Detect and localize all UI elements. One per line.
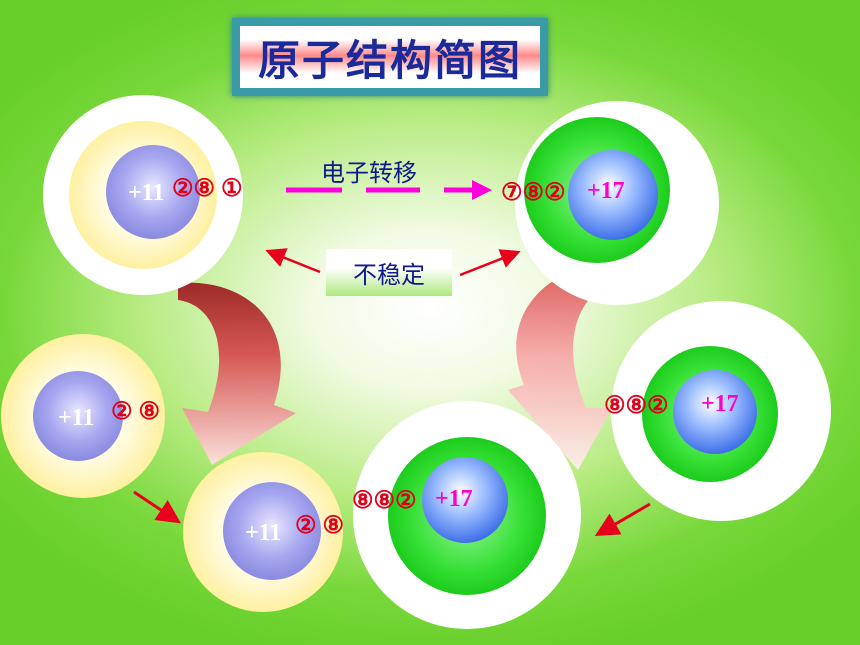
atom-sodium-bottom <box>183 452 343 612</box>
page-title: 原子结构简图 <box>257 35 522 85</box>
sodium-top-shells: ②⑧ ① <box>172 176 243 202</box>
electron-transfer-arrow <box>286 180 492 200</box>
chlorine-top-shells: ⑦⑧② <box>501 180 566 206</box>
sodium-left-nucleus: +11 <box>58 405 95 431</box>
chlorine-bottom-shells: ⑧⑧② <box>352 488 417 514</box>
arrow-to-sodium-top <box>265 248 321 274</box>
atom-chlorine-right <box>611 301 831 521</box>
sodium-bottom-nucleus: +11 <box>245 520 282 546</box>
sodium-bottom-shells: ② ⑧ <box>295 513 345 539</box>
unstable-label: 不稳定 <box>353 261 425 289</box>
chlorine-bottom-nucleus: +17 <box>435 486 473 512</box>
chlorine-right-nucleus: +17 <box>701 391 739 417</box>
atom-chlorine-top <box>515 101 719 305</box>
sodium-top-nucleus: +11 <box>128 180 165 206</box>
atom-sodium-top <box>43 95 243 295</box>
unstable-label-box: 不稳定 <box>326 249 452 296</box>
electron-transfer-label: 电子转移 <box>321 159 417 187</box>
arrow-to-chlorine-bottom <box>594 502 651 537</box>
title-banner: 原子结构简图 <box>232 18 548 96</box>
arrow-to-chlorine-top <box>459 249 521 277</box>
curved-arrow-left <box>178 282 296 465</box>
curved-arrow-right <box>508 262 612 470</box>
title-inner: 原子结构简图 <box>240 26 540 88</box>
atom-chlorine-bottom <box>353 401 581 629</box>
sodium-left-shells: ② ⑧ <box>111 399 161 425</box>
chlorine-top-nucleus: +17 <box>587 178 625 204</box>
atom-sodium-left <box>1 334 165 498</box>
arrow-to-sodium-bottom <box>133 490 181 524</box>
chlorine-right-shells: ⑧⑧② <box>604 393 669 419</box>
